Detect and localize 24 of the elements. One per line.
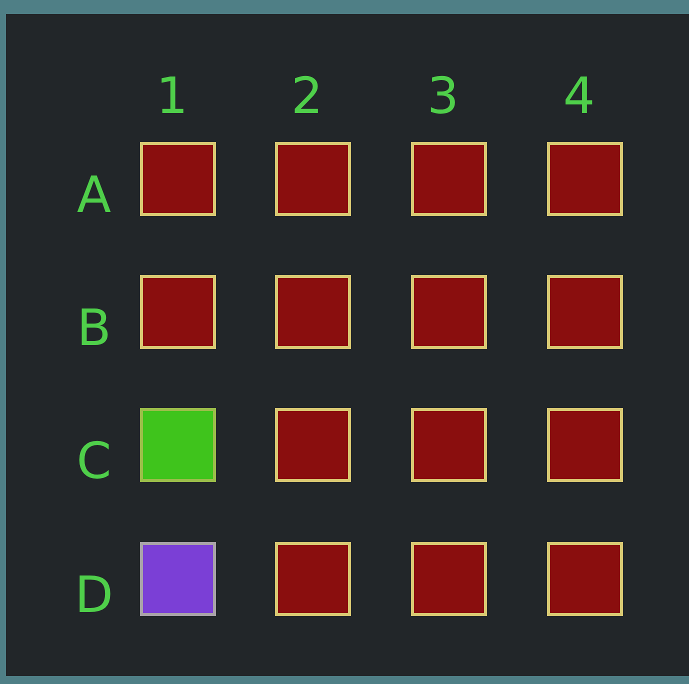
square-indicator <box>140 142 216 216</box>
column-number: 1 <box>156 71 188 121</box>
square-indicator <box>411 275 487 349</box>
row-letter: D <box>74 570 114 620</box>
square-indicator <box>140 542 216 616</box>
column-number: 3 <box>427 71 459 121</box>
square-indicator <box>547 408 623 482</box>
square-indicator <box>411 408 487 482</box>
square-indicator <box>275 408 351 482</box>
square-indicator <box>547 275 623 349</box>
row-letter: B <box>76 303 112 353</box>
square-indicator <box>547 542 623 616</box>
row-letter: C <box>76 436 112 486</box>
square-indicator <box>547 142 623 216</box>
square-indicator <box>140 408 216 482</box>
square-indicator <box>140 275 216 349</box>
square-indicator <box>411 542 487 616</box>
column-number: 2 <box>291 71 323 121</box>
square-indicator <box>411 142 487 216</box>
column-number: 4 <box>563 71 595 121</box>
square-indicator <box>275 275 351 349</box>
square-indicator <box>275 542 351 616</box>
square-indicator <box>275 142 351 216</box>
row-letter: A <box>76 170 112 220</box>
